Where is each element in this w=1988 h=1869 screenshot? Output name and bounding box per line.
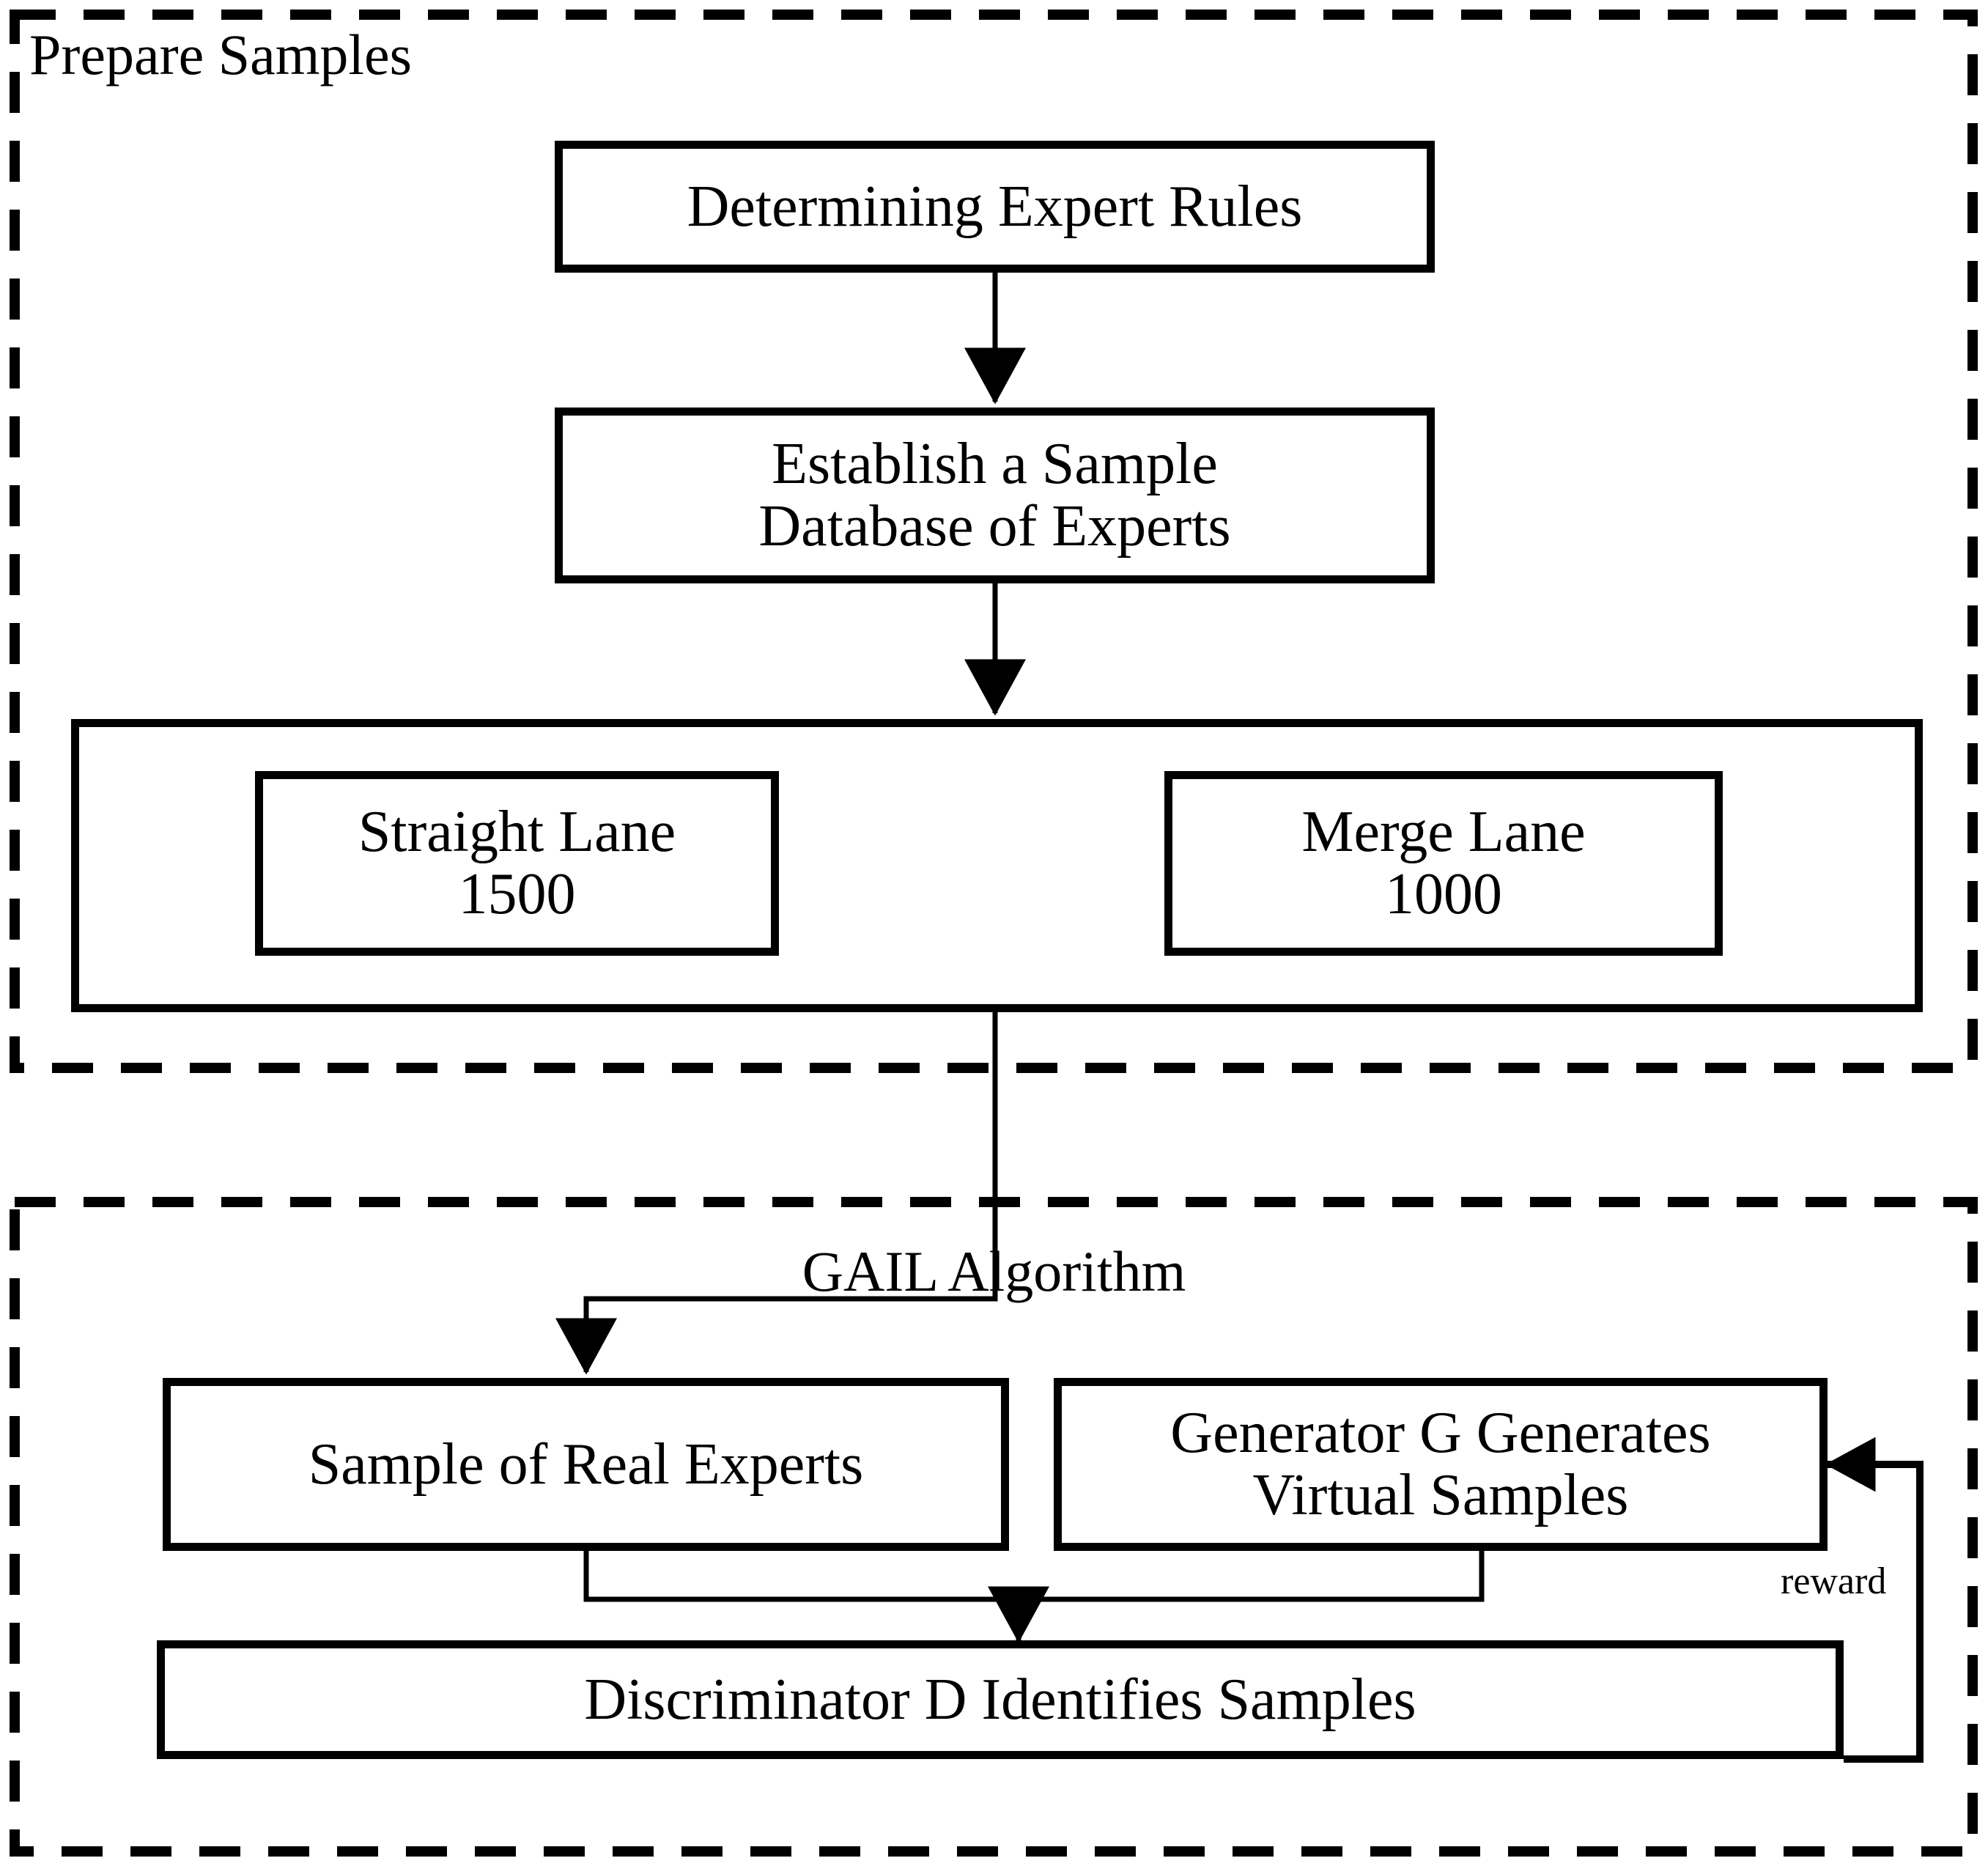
node-label-line1: Sample of Real Experts [308, 1431, 864, 1497]
node-label-line2: 1000 [1385, 862, 1502, 926]
node-label-line1: Determining Expert Rules [687, 174, 1303, 239]
node-merge-lane[interactable]: Merge Lane 1000 [1164, 771, 1723, 956]
node-establish-sample-database[interactable]: Establish a Sample Database of Experts [555, 408, 1435, 583]
node-discriminator-d[interactable]: Discriminator D Identifies Samples [157, 1640, 1844, 1759]
group-label-prepare-samples: Prepare Samples [29, 23, 413, 86]
node-label-line1: Merge Lane [1301, 800, 1586, 865]
node-label-line2: 1500 [458, 862, 576, 926]
node-label-line1: Generator G Generates [1170, 1401, 1711, 1466]
edge-generator-to-discriminator [1019, 1551, 1485, 1602]
node-sample-of-real-experts[interactable]: Sample of Real Experts [163, 1378, 1009, 1551]
node-label-line1: Discriminator D Identifies Samples [584, 1667, 1416, 1732]
edge-label-reward: reward [1781, 1560, 1887, 1602]
node-generator-g[interactable]: Generator G Generates Virtual Samples [1054, 1378, 1828, 1551]
edge-real-experts-to-discriminator [583, 1551, 1049, 1643]
edge-lanes-to-real-experts [555, 1012, 998, 1375]
node-straight-lane[interactable]: Straight Lane 1500 [255, 771, 779, 956]
node-label-line1: Straight Lane [358, 800, 676, 865]
node-label-line2: Virtual Samples [1252, 1463, 1629, 1527]
node-determining-expert-rules[interactable]: Determining Expert Rules [555, 141, 1435, 273]
group-label-gail-algorithm: GAIL Algorithm [802, 1239, 1186, 1303]
node-label-line1: Establish a Sample [772, 432, 1218, 497]
node-label-line2: Database of Experts [758, 494, 1231, 559]
